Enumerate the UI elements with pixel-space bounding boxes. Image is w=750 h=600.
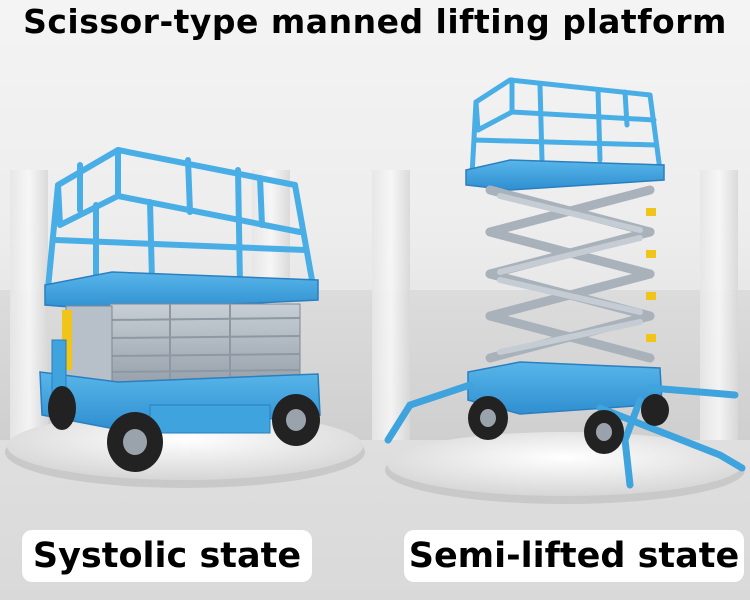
wheel: [107, 412, 163, 472]
scissor-side: [65, 305, 113, 383]
background-column: [372, 170, 410, 440]
platform-deck: [44, 271, 319, 311]
outriggers: [384, 381, 746, 489]
guard-rail: [45, 147, 315, 291]
wheel: [641, 394, 669, 426]
caption-semi-lifted-state: Semi-lifted state: [404, 530, 744, 582]
hydraulic-cylinder: [62, 310, 72, 370]
wheel: [272, 394, 320, 446]
wheel: [584, 410, 624, 454]
wheel: [468, 396, 508, 440]
caption-systolic-state: Systolic state: [22, 530, 312, 582]
wheel: [48, 386, 76, 430]
lift-systolic: [39, 147, 321, 472]
podium-right: [385, 432, 745, 504]
platform-deck: [465, 159, 665, 191]
hydraulic-cylinder: [646, 208, 656, 342]
lift-semi-lifted: [384, 77, 746, 489]
base-skirt: [149, 404, 271, 434]
guard-rail: [469, 77, 663, 178]
page-title: Scissor-type manned lifting platform: [23, 2, 727, 41]
